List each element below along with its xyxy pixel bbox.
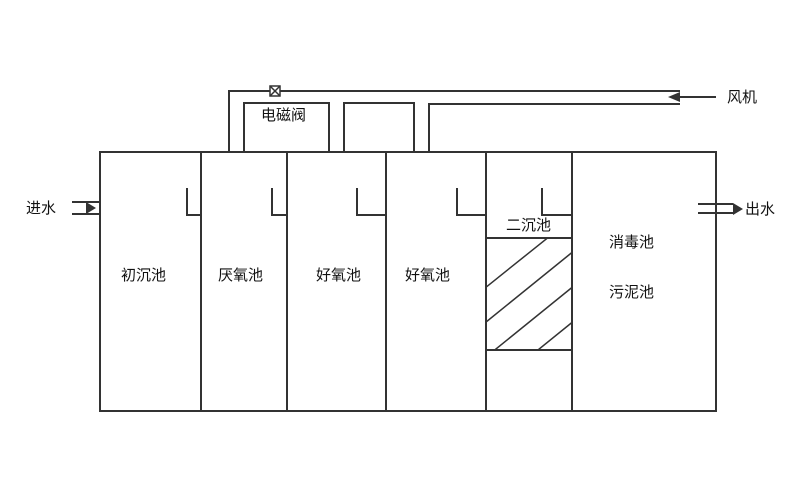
- blower-label: 风机: [727, 88, 758, 106]
- outlet-arrow-icon: [733, 203, 743, 215]
- tank-primary-settling: 初沉池: [121, 266, 167, 284]
- sludge-hatching: [487, 239, 571, 349]
- tank-sludge: 污泥池: [609, 283, 655, 301]
- outlet-label: 出水: [745, 200, 776, 218]
- blower-arrow-icon: [668, 92, 680, 102]
- tank-anaerobic: 厌氧池: [218, 266, 264, 284]
- valve-icon: [269, 85, 281, 97]
- tank-aerobic-1: 好氧池: [316, 266, 362, 284]
- inlet-arrow-icon: [86, 202, 96, 214]
- tank-disinfection: 消毒池: [609, 233, 655, 251]
- tank-secondary-settling: 二沉池: [506, 216, 552, 234]
- inlet-label: 进水: [26, 199, 57, 217]
- tank-aerobic-2: 好氧池: [405, 266, 451, 284]
- valve-label: 电磁阀: [261, 106, 307, 124]
- tank-outline: [99, 151, 717, 412]
